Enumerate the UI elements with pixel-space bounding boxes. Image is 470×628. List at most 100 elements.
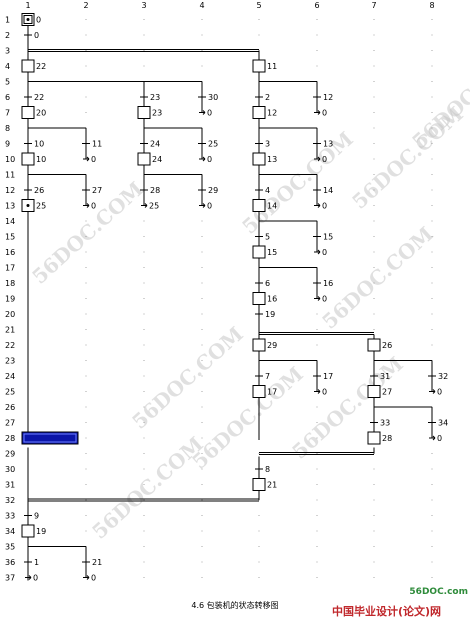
grid-dot	[258, 546, 260, 547]
column-number: 4	[199, 1, 204, 10]
row-number: 34	[5, 527, 15, 536]
column-number: 6	[314, 1, 319, 10]
grid-dot	[143, 220, 145, 222]
grid-dot	[201, 577, 203, 578]
marks	[21, 13, 381, 538]
grid-dot	[431, 561, 433, 563]
grid-dot	[85, 19, 87, 20]
row-number: 25	[5, 388, 15, 397]
step-box	[252, 152, 266, 166]
arrow-head	[202, 205, 206, 208]
transition-label: 19	[265, 310, 275, 319]
grid-dot	[373, 127, 375, 129]
grid-dot	[373, 561, 375, 563]
step-label: 28	[382, 434, 392, 443]
grid-dot	[201, 19, 203, 20]
grid-dot	[143, 577, 145, 578]
grid-dot	[431, 515, 433, 516]
grid-dot	[143, 375, 145, 377]
grid-dot	[431, 205, 433, 206]
row-number: 20	[5, 310, 15, 319]
grid-dot	[201, 65, 203, 67]
grid-dot	[316, 65, 318, 67]
transition-label: 13	[323, 140, 333, 149]
grid-dot	[431, 127, 433, 129]
row-number: 37	[5, 574, 15, 583]
grid-dot	[316, 561, 318, 563]
step-label: 24	[152, 155, 162, 164]
row-number: 28	[5, 434, 15, 443]
grid-dot	[431, 65, 433, 67]
transition-label: 12	[323, 93, 333, 102]
grid-dot	[143, 19, 145, 20]
transition-label: 6	[265, 279, 270, 288]
column-number: 2	[83, 1, 88, 10]
step-box	[367, 338, 381, 352]
grid-dot	[201, 561, 203, 563]
grid-dot	[143, 251, 145, 253]
transition-label: 11	[92, 140, 102, 149]
row-number: 1	[5, 16, 10, 25]
grid-dot	[431, 546, 433, 547]
transition-label: 31	[380, 372, 390, 381]
row-number: 19	[5, 295, 15, 304]
grid-dot	[258, 453, 260, 454]
step-label: 23	[152, 109, 162, 118]
grid-dot	[373, 220, 375, 222]
step-label: 21	[267, 481, 277, 490]
arrow-head	[432, 391, 436, 394]
watermarks: 56DOC.COM56DOC.COM56DOC.COM56DOC.COM56DO…	[27, 42, 470, 544]
grid-dot	[316, 406, 318, 408]
grid-dot	[143, 360, 145, 361]
grid-dot	[431, 189, 433, 191]
selection-highlight	[21, 431, 79, 445]
grid-dot	[316, 344, 318, 346]
grid-dot	[201, 406, 203, 408]
column-number: 3	[141, 1, 146, 10]
target-label: 0	[207, 109, 212, 118]
target-label: 0	[91, 574, 96, 583]
arrow-head	[86, 205, 90, 208]
grid-dot	[373, 313, 375, 315]
brand-logo: 56DOC.com	[409, 587, 468, 597]
grid-dot	[85, 391, 87, 392]
grid-dot	[201, 484, 203, 485]
transition-label: 34	[438, 419, 448, 428]
grid-dot	[373, 34, 375, 36]
grid-dot	[143, 468, 145, 470]
wires	[24, 25, 436, 581]
grid-dot	[373, 530, 375, 532]
arrow-head	[86, 158, 90, 162]
grid-dot	[373, 236, 375, 237]
grid-dot	[316, 546, 318, 547]
grid-dot	[316, 499, 318, 501]
grid-dot	[201, 34, 203, 36]
transition-label: 24	[150, 140, 160, 149]
grid-dot	[85, 251, 87, 253]
brand-name: 中国毕业设计(论文)网	[332, 605, 442, 618]
figure-caption: 4.6 包装机的状态转移图	[191, 601, 279, 610]
step-label: 11	[267, 62, 277, 71]
transition-label: 29	[208, 186, 218, 195]
grid-dot	[431, 34, 433, 36]
transition-label: 27	[92, 186, 102, 195]
row-number: 22	[5, 341, 15, 350]
grid-dot	[431, 112, 433, 113]
row-number: 32	[5, 496, 15, 505]
row-number: 12	[5, 186, 15, 195]
grid-dot	[201, 546, 203, 547]
transition-label: 21	[92, 558, 102, 567]
transition-label: 10	[34, 140, 44, 149]
grid-dot	[201, 437, 203, 439]
target-label: 0	[322, 202, 327, 211]
active-token	[26, 204, 30, 207]
grid-dot	[316, 577, 318, 578]
grid-dot	[85, 329, 87, 330]
grid-dot	[373, 251, 375, 253]
row-number: 31	[5, 481, 15, 490]
step-box	[137, 106, 151, 119]
step-label: 15	[267, 248, 277, 257]
row-number: 35	[5, 543, 15, 552]
row-number: 33	[5, 512, 15, 521]
grid-dot	[316, 515, 318, 516]
